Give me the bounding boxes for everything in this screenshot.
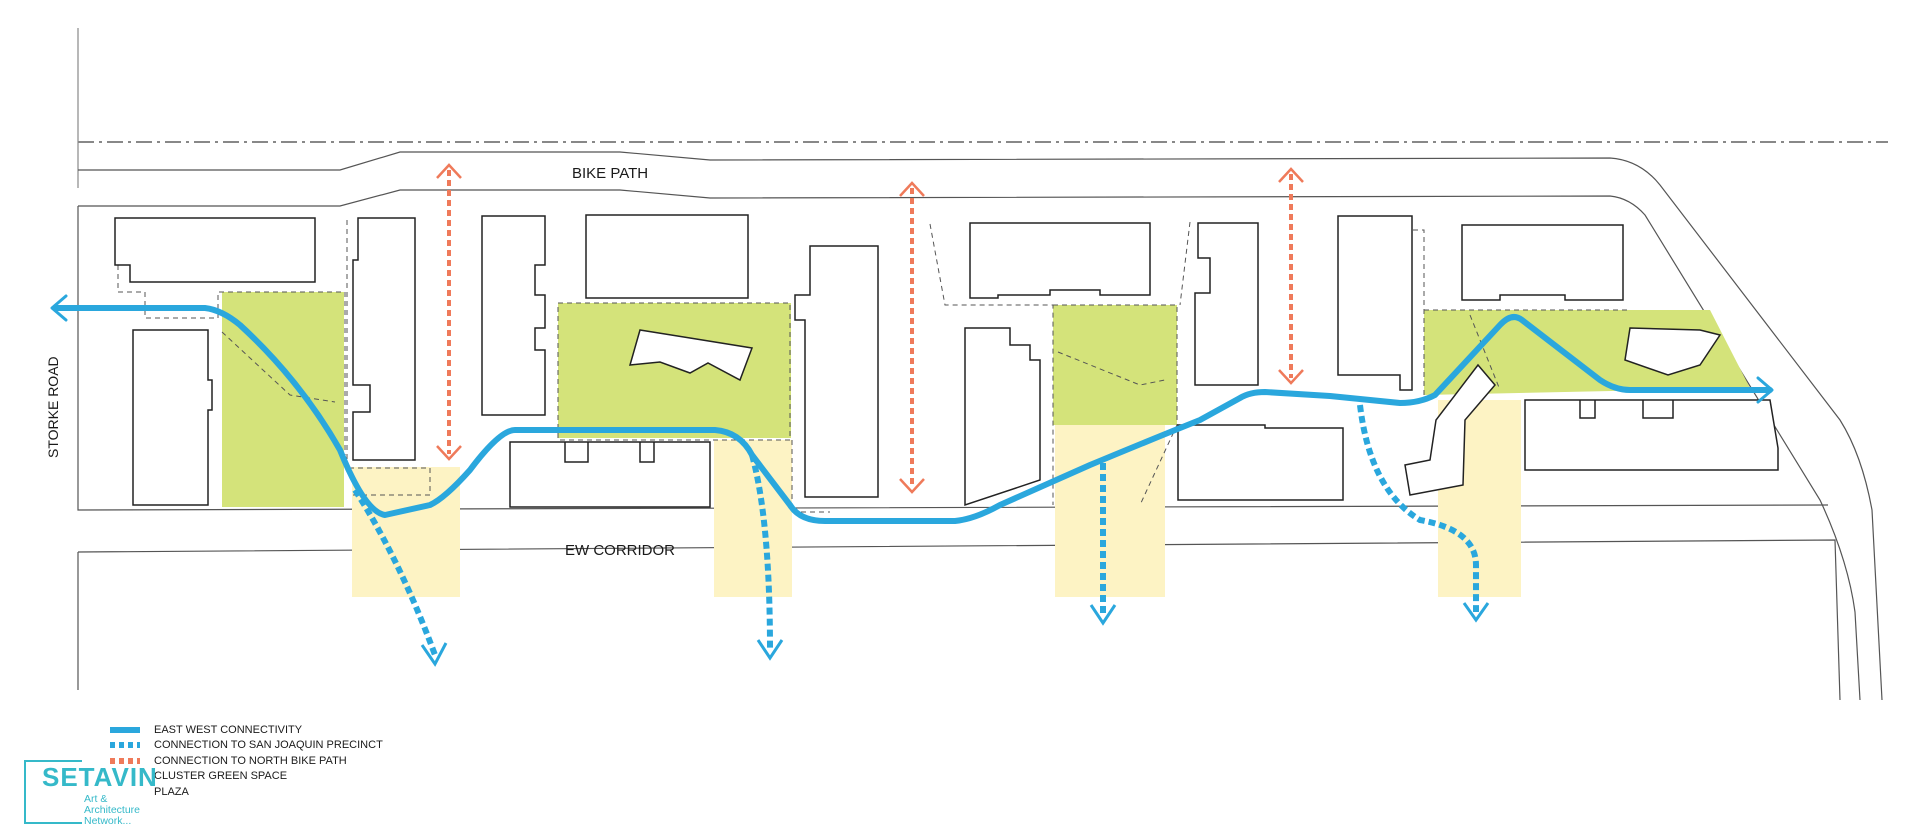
bike-path-outline-north [78,151,1883,701]
building [352,217,416,461]
legend-label: CLUSTER GREEN SPACE [154,770,288,783]
building [1524,399,1779,471]
dashed-orange-line-icon [110,757,140,764]
legend-label: EAST WEST CONNECTIVITY [154,723,303,736]
logo-subtitle: Art & Architecture Network... [84,793,141,827]
plaza-area [714,440,792,597]
building [114,217,316,283]
solid-blue-line-icon [110,726,140,733]
building [1624,327,1722,376]
legend-item-bike-path: CONNECTION TO NORTH BIKE PATH [110,753,383,769]
storke-road-label: STORKE ROAD [45,356,61,458]
building [132,329,213,506]
bike-path-label: BIKE PATH [572,165,648,182]
building [1177,424,1344,501]
building [964,327,1041,507]
legend-item-east-west: EAST WEST CONNECTIVITY [110,722,383,738]
building [509,441,711,508]
legend-item-san-joaquin: CONNECTION TO SAN JOAQUIN PRECINCT [110,738,383,754]
building [628,329,754,382]
logo-wordmark: SETAVIN [42,762,158,792]
building-footprints [114,214,1779,508]
building [794,245,879,498]
legend: EAST WEST CONNECTIVITY CONNECTION TO SAN… [110,722,383,800]
cluster-boundaries [117,220,1630,513]
san-joaquin-connections [352,404,1490,667]
green-space [558,303,791,438]
north-bike-path-connections [436,163,1304,494]
building [1337,215,1413,391]
plaza-area [1055,425,1165,597]
legend-label: CONNECTION TO SAN JOAQUIN PRECINCT [154,739,383,752]
ew-corridor-label: EW CORRIDOR [565,542,675,559]
plaza-area [352,467,460,597]
legend-label: CONNECTION TO NORTH BIKE PATH [154,754,347,767]
legend-item-plaza: PLAZA [110,784,383,800]
building [585,214,749,299]
bike-path-outline-south [78,189,1861,701]
building [1461,224,1624,301]
building [481,215,546,416]
building [1404,363,1496,496]
east-west-connectivity [50,294,1774,524]
logo-frame [24,760,82,824]
legend-item-green-space: CLUSTER GREEN SPACE [110,769,383,785]
dashed-blue-line-icon [110,742,140,749]
legend-label: PLAZA [154,785,189,798]
green-space [1053,305,1177,425]
ew-corridor-outline [77,539,1841,701]
building [1194,222,1259,386]
building [969,222,1151,299]
setavin-logo: SETAVIN Art & Architecture Network... [24,758,157,827]
